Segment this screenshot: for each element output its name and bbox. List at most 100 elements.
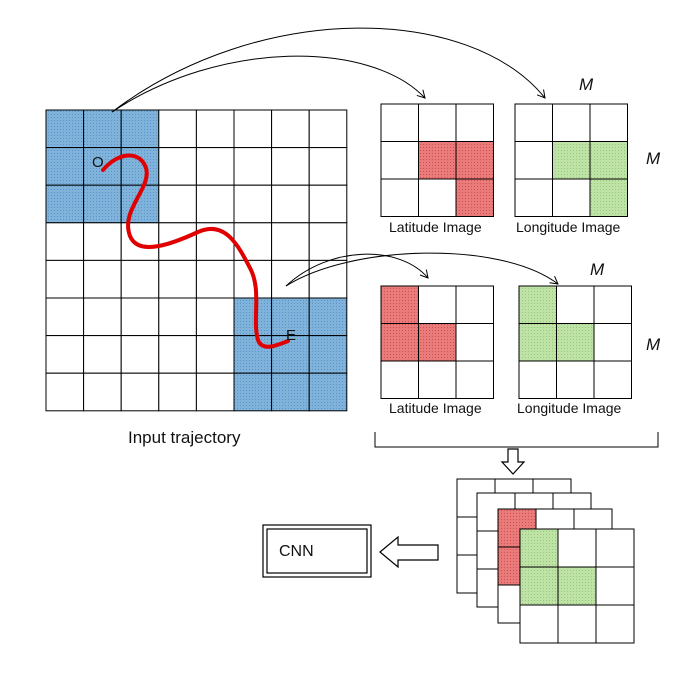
input-cell xyxy=(83,259,122,299)
longitude-filled-cell xyxy=(589,178,628,217)
stack-longitude-layer-cell xyxy=(557,566,597,606)
input-filled-cell xyxy=(83,109,122,149)
latitude-cell xyxy=(380,178,419,217)
arrow-to-top-longitude xyxy=(111,27,546,113)
longitude-cell xyxy=(514,103,553,142)
input-cell xyxy=(158,372,197,412)
stack-longitude-layer-cell xyxy=(519,528,559,568)
latitude-cell xyxy=(455,323,494,362)
input-filled-cell xyxy=(233,297,273,337)
latitude-cell xyxy=(380,103,419,142)
to-cnn-arrow xyxy=(379,535,439,569)
input-cell xyxy=(83,335,122,374)
longitude-filled-cell xyxy=(589,141,628,180)
longitude-filled-cell xyxy=(556,323,595,362)
input-filled-cell xyxy=(83,184,122,224)
size-symbol-top-right: M xyxy=(579,75,594,94)
input-cell xyxy=(308,109,348,149)
longitude-filled-cell xyxy=(552,141,591,180)
input-cell xyxy=(195,335,235,374)
latitude-cell xyxy=(380,141,419,180)
input-cell xyxy=(195,297,235,337)
latitude-cell xyxy=(455,285,494,324)
longitude-cell xyxy=(552,103,591,142)
bottom-longitude-image xyxy=(518,285,632,399)
longitude-cell xyxy=(518,360,557,399)
input-cell xyxy=(45,372,85,412)
size-symbol-bottom-right: M xyxy=(590,260,605,279)
bottom-latitude-label: Latitude Image xyxy=(389,400,482,416)
input-cell xyxy=(308,184,348,224)
input-filled-cell xyxy=(271,297,310,337)
input-cell xyxy=(45,259,85,299)
input-cell xyxy=(195,259,235,299)
latitude-filled-cell xyxy=(380,285,419,324)
input-cell xyxy=(271,259,310,299)
input-cell xyxy=(308,147,348,186)
input-filled-cell xyxy=(308,297,348,337)
input-cell xyxy=(83,297,122,337)
bottom-latitude-image xyxy=(380,285,494,399)
input-filled-cell xyxy=(83,147,122,186)
latitude-cell xyxy=(418,103,457,142)
longitude-cell xyxy=(556,285,595,324)
size-symbol-bottom-side: M xyxy=(646,335,661,354)
longitude-cell xyxy=(514,178,553,217)
input-cell xyxy=(45,297,85,337)
input-filled-cell xyxy=(233,372,273,412)
input-cell xyxy=(83,222,122,261)
input-filled-cell xyxy=(120,147,160,186)
arrow-to-bottom-latitude xyxy=(285,253,429,287)
latitude-cell xyxy=(380,360,419,399)
longitude-cell xyxy=(552,178,591,217)
cnn-box: CNN xyxy=(262,524,372,578)
arrow-to-top-latitude xyxy=(111,55,426,113)
stack-longitude-layer-cell xyxy=(557,528,597,568)
input-cell xyxy=(233,109,273,149)
latitude-filled-cell xyxy=(455,141,494,180)
longitude-cell xyxy=(589,103,628,142)
input-trajectory-caption: Input trajectory xyxy=(128,428,241,447)
input-cell xyxy=(45,335,85,374)
latitude-filled-cell xyxy=(418,323,457,362)
top-latitude-label: Latitude Image xyxy=(389,219,482,235)
input-cell xyxy=(271,222,310,261)
stack-longitude-layer-cell xyxy=(557,604,597,644)
arrow-to-bottom-longitude xyxy=(285,252,559,287)
input-filled-cell xyxy=(233,335,273,374)
top-longitude-image xyxy=(514,103,628,217)
latitude-cell xyxy=(455,360,494,399)
input-cell xyxy=(271,109,310,149)
input-cell xyxy=(120,259,160,299)
stack-longitude-layer-cell xyxy=(519,604,559,644)
input-cell xyxy=(120,372,160,412)
longitude-cell xyxy=(593,323,632,362)
input-cell xyxy=(271,147,310,186)
input-filled-cell xyxy=(45,184,85,224)
stack-longitude-layer-cell xyxy=(519,566,559,606)
input-cell xyxy=(158,335,197,374)
input-cell xyxy=(158,259,197,299)
input-filled-cell xyxy=(308,335,348,374)
input-trajectory-grid xyxy=(45,109,348,412)
latitude-cell xyxy=(418,285,457,324)
latitude-cell xyxy=(455,103,494,142)
top-latitude-image xyxy=(380,103,494,217)
stack-longitude-layer-cell xyxy=(595,528,635,568)
input-filled-cell xyxy=(271,335,310,374)
cnn-label: CNN xyxy=(279,543,314,560)
input-cell xyxy=(45,222,85,261)
input-cell xyxy=(158,147,197,186)
grouping-brace xyxy=(374,432,659,448)
input-filled-cell xyxy=(45,109,85,149)
longitude-cell xyxy=(514,141,553,180)
end-label: E xyxy=(286,327,296,344)
top-longitude-label: Longitude Image xyxy=(516,219,621,235)
input-cell xyxy=(195,109,235,149)
input-cell xyxy=(120,335,160,374)
size-symbol-top-side: M xyxy=(646,149,661,168)
input-cell xyxy=(233,147,273,186)
input-cell xyxy=(158,109,197,149)
input-cell xyxy=(195,147,235,186)
